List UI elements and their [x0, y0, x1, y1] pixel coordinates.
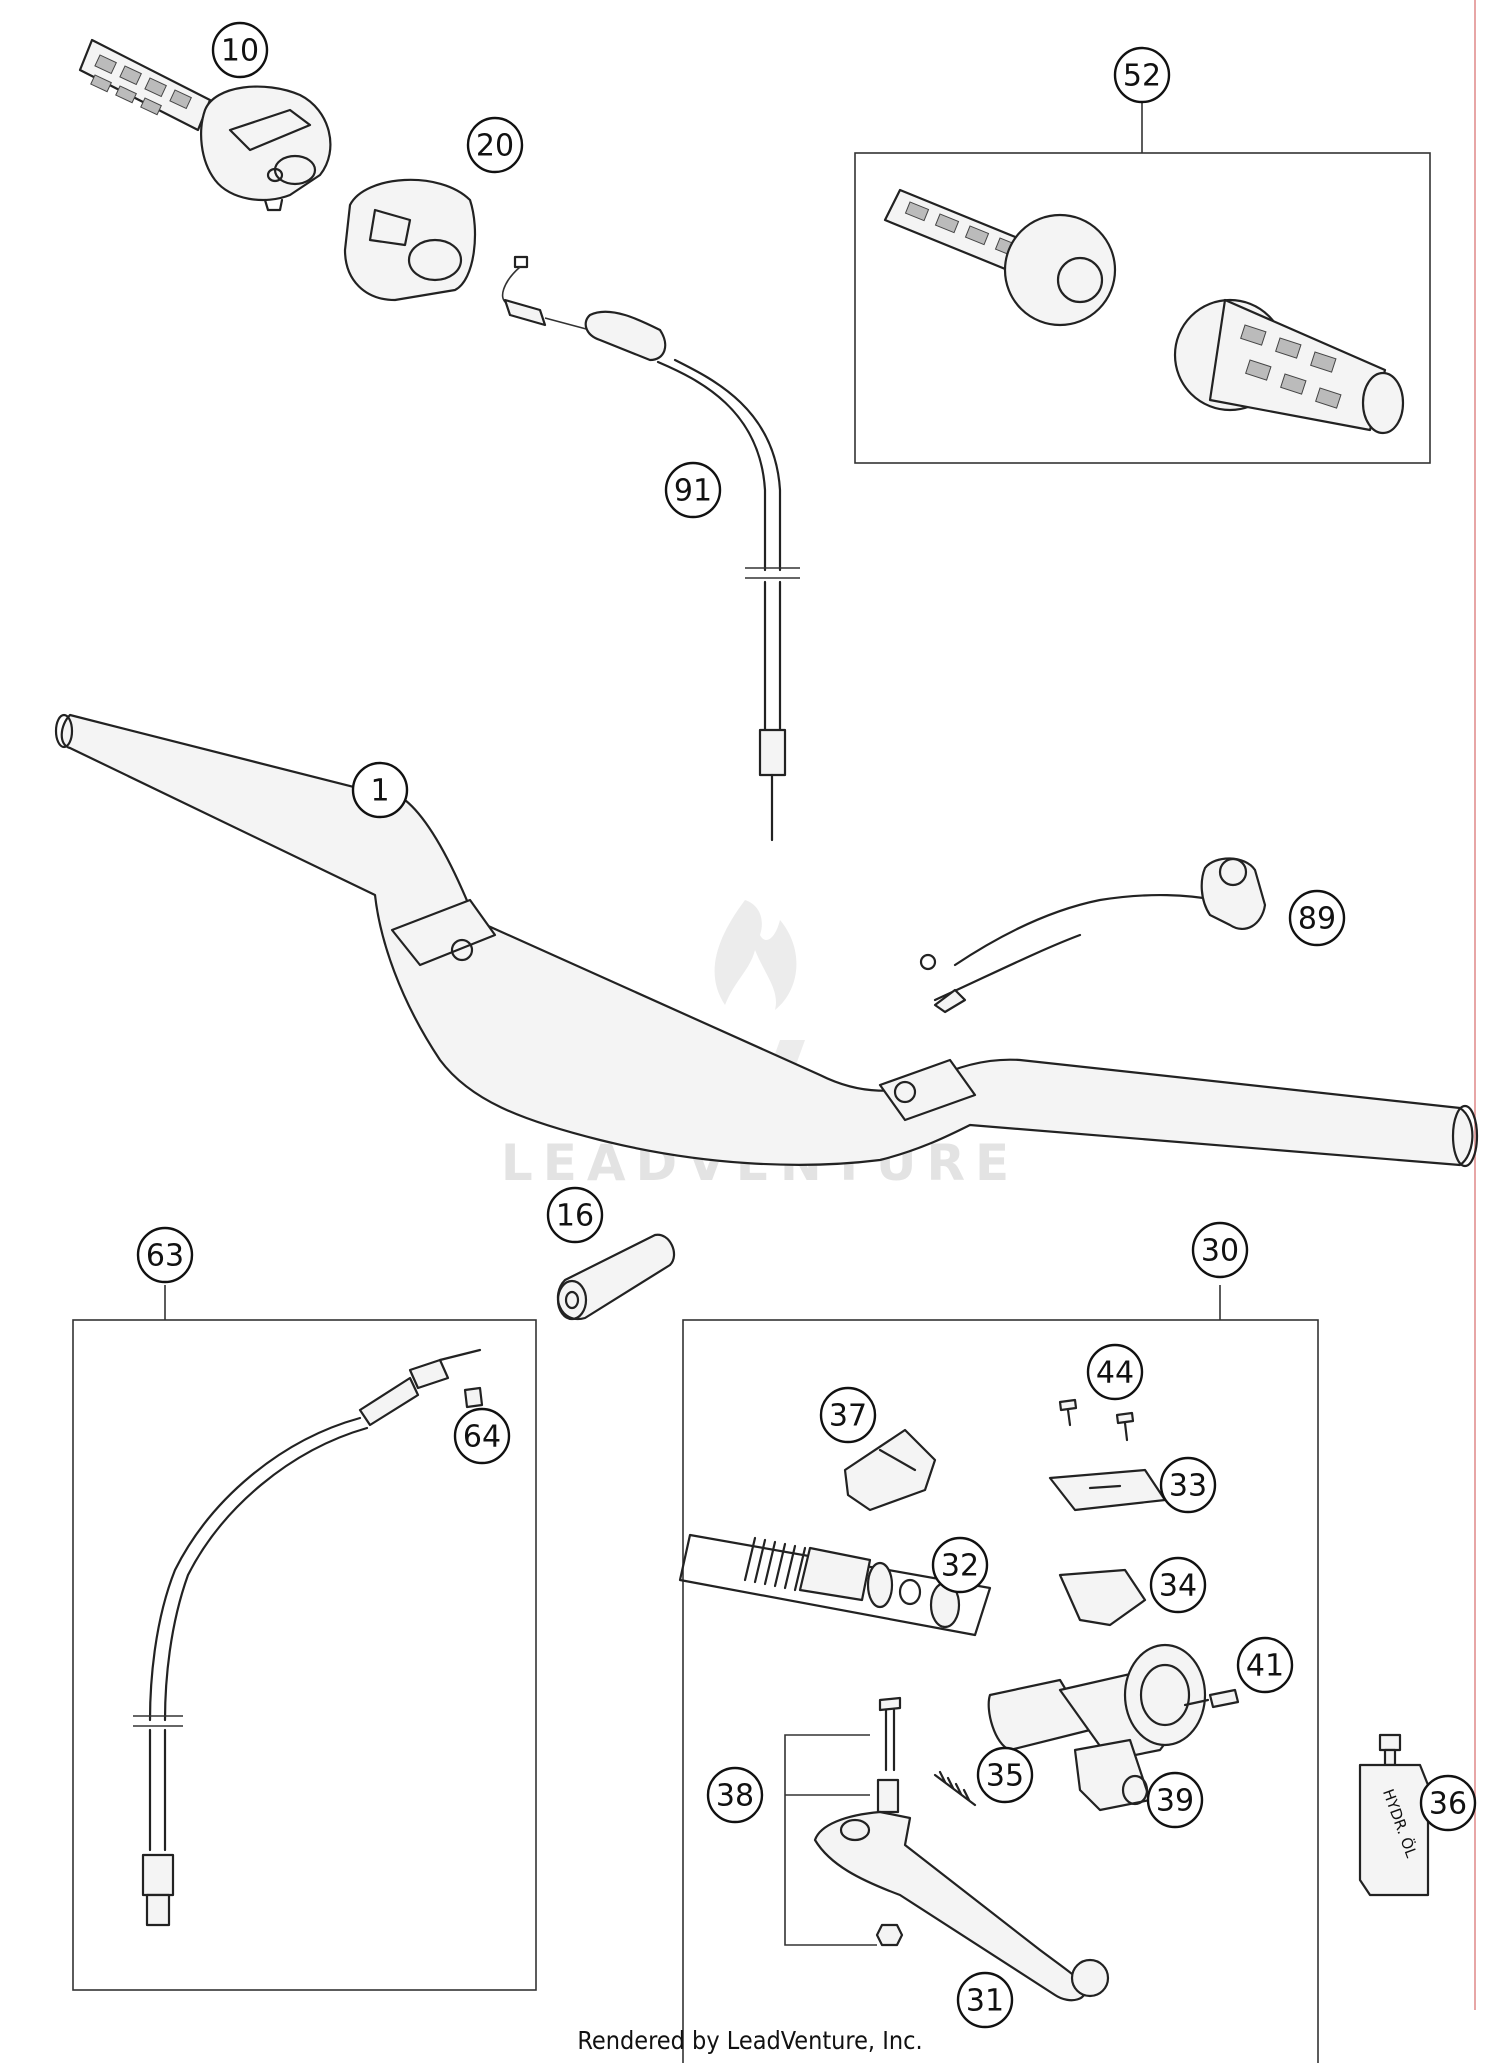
callout-number: 52: [1123, 59, 1161, 94]
callout-number: 41: [1246, 1649, 1284, 1684]
callout-number: 38: [716, 1779, 754, 1814]
brake-master-cylinder-box: [682, 1319, 1319, 2063]
callout-number: 37: [829, 1399, 867, 1434]
throttle-cable-part: [501, 255, 800, 842]
callout-number: 91: [674, 474, 712, 509]
kill-switch-part: [919, 857, 1267, 1014]
rubber-cover-part: [556, 1233, 676, 1321]
callout-circle: [1113, 46, 1171, 104]
callout-31: 31: [956, 1971, 1014, 2029]
callout-circle: [1149, 1556, 1207, 1614]
callout-number: 36: [1429, 1787, 1467, 1822]
callout-39: 39: [1146, 1771, 1204, 1829]
callout-circle: [1419, 1774, 1477, 1832]
callout-circle: [664, 461, 722, 519]
callout-64: 64: [453, 1407, 511, 1465]
callout-63: 63: [136, 1226, 194, 1284]
callout-30: 30: [1191, 1221, 1249, 1279]
callout-number: 89: [1298, 902, 1336, 937]
callout-number: 16: [556, 1199, 594, 1234]
callout-number: 34: [1159, 1569, 1197, 1604]
callout-number: 31: [966, 1984, 1004, 2019]
callout-number: 44: [1096, 1356, 1134, 1391]
callout-37: 37: [819, 1386, 877, 1444]
callout-circle: [1086, 1343, 1144, 1401]
handlebar-part: [54, 713, 1479, 1168]
page-edge-line: [1474, 0, 1476, 2010]
callout-33: 33: [1159, 1456, 1217, 1514]
callout-36: 36: [1419, 1774, 1477, 1832]
callout-34: 34: [1149, 1556, 1207, 1614]
render-credit: Rendered by LeadVenture, Inc.: [577, 2026, 923, 2055]
callout-circle: [546, 1186, 604, 1244]
callout-number: 20: [476, 129, 514, 164]
callout-20: 20: [466, 116, 524, 174]
callout-circle: [453, 1407, 511, 1465]
callout-circle: [211, 21, 269, 79]
callout-circle: [1146, 1771, 1204, 1829]
callout-89: 89: [1288, 889, 1346, 947]
callout-10: 10: [211, 21, 269, 79]
grip-set-group: [854, 95, 1431, 464]
callout-91: 91: [664, 461, 722, 519]
callout-number: 64: [463, 1420, 501, 1455]
callout-38: 38: [706, 1766, 764, 1824]
callout-circle: [136, 1226, 194, 1284]
callout-number: 10: [221, 34, 259, 69]
callout-circle: [351, 761, 409, 819]
callout-circle: [956, 1971, 1014, 2029]
callout-circle: [1236, 1636, 1294, 1694]
callout-circle: [706, 1766, 764, 1824]
callout-number: 1: [370, 774, 389, 809]
clutch-cable-box: [72, 1319, 537, 1991]
callout-44: 44: [1086, 1343, 1144, 1401]
callout-layer: 1 10 16 20 30 31 32 33 34 35 36 37 38 39 41 44 52 63 64 89 9…: [136, 21, 1477, 2029]
brake-master-cylinder-group: [678, 1285, 1319, 2063]
throttle-grip-part: [78, 38, 332, 212]
callout-circle: [819, 1386, 877, 1444]
callout-number: 32: [941, 1549, 979, 1584]
callout-52: 52: [1113, 46, 1171, 104]
callout-number: 35: [986, 1759, 1024, 1794]
callout-number: 30: [1201, 1234, 1239, 1269]
callout-number: 33: [1169, 1469, 1207, 1504]
callout-circle: [1288, 889, 1346, 947]
callout-35: 35: [976, 1746, 1034, 1804]
callout-32: 32: [931, 1536, 989, 1594]
callout-number: 63: [146, 1239, 184, 1274]
callout-circle: [1159, 1456, 1217, 1514]
callout-41: 41: [1236, 1636, 1294, 1694]
callout-16: 16: [546, 1186, 604, 1244]
callout-circle: [931, 1536, 989, 1594]
callout-1: 1: [351, 761, 409, 819]
callout-circle: [976, 1746, 1034, 1804]
callout-circle: [1191, 1221, 1249, 1279]
callout-circle: [466, 116, 524, 174]
hydraulic-fluid-bottle-part: HYDR. ÖL: [1358, 1733, 1430, 1897]
callout-number: 39: [1156, 1784, 1194, 1819]
clutch-cable-group: [72, 1285, 537, 1991]
grip-housing-cover-part: [343, 178, 477, 302]
